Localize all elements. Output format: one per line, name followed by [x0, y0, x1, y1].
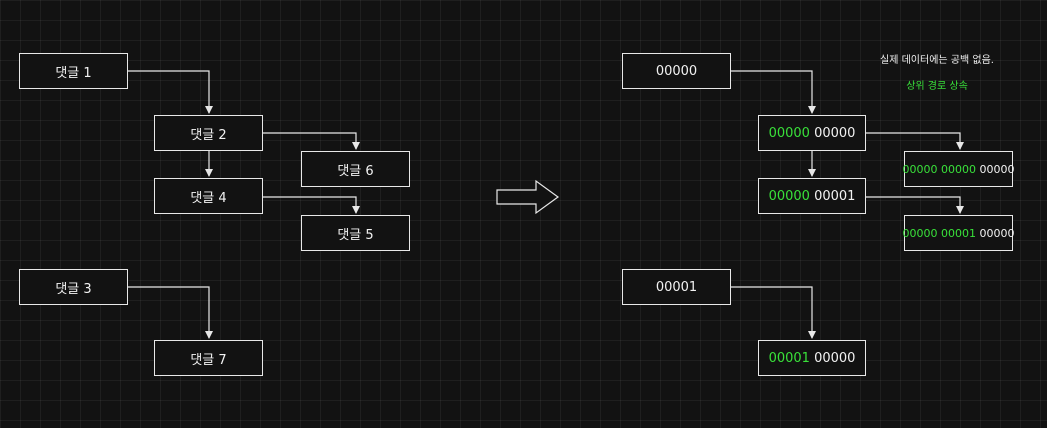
connector-n3-n5 [866, 196, 964, 214]
connector-n2-n4 [866, 132, 964, 150]
path-node-5-prefix: 00000 00001 [902, 226, 976, 240]
comment-1-label: 댓글 1 [55, 65, 92, 81]
path-node-2-box: 00000 00000 [758, 115, 866, 151]
comment-6-box: 댓글 6 [301, 151, 410, 187]
comment-3-label: 댓글 3 [55, 281, 92, 297]
connector-c1-c2 [128, 70, 213, 114]
connector-c3-c7 [128, 286, 213, 339]
comment-7-box: 댓글 7 [154, 340, 263, 376]
comment-3-box: 댓글 3 [19, 269, 128, 305]
transform-arrow-icon [496, 179, 560, 215]
path-node-6-own: 00001 [655, 279, 698, 295]
path-node-5-box: 00000 00001 00000 [902, 215, 1015, 251]
connector-c2-c6 [263, 132, 360, 150]
path-node-7-box: 00001 00000 [758, 340, 866, 376]
comment-5-box: 댓글 5 [301, 215, 410, 251]
comment-1-box: 댓글 1 [19, 53, 128, 89]
path-node-2-own: 00000 [814, 125, 856, 141]
path-node-5-own: 00000 [979, 226, 1015, 240]
comment-6-label: 댓글 6 [337, 163, 374, 179]
path-node-7-prefix: 00001 [768, 350, 810, 366]
comment-7-label: 댓글 7 [190, 352, 227, 368]
comment-4-label: 댓글 4 [190, 190, 227, 206]
note-no-spaces: 실제 데이터에는 공백 없음. [880, 55, 994, 66]
path-node-1-box: 00000 [622, 53, 731, 89]
comment-4-box: 댓글 4 [154, 178, 263, 214]
comment-5-label: 댓글 5 [337, 227, 374, 243]
path-node-4-prefix: 00000 00000 [902, 162, 976, 176]
path-node-3-prefix: 00000 [768, 188, 810, 204]
path-node-4-own: 00000 [979, 162, 1015, 176]
path-node-4-box: 00000 00000 00000 [902, 151, 1015, 187]
path-node-6-box: 00001 [622, 269, 731, 305]
connector-n1-n2 [730, 70, 816, 114]
path-node-3-box: 00000 00001 [758, 178, 866, 214]
note-inherit-path: 상위 경로 상속 [906, 81, 968, 92]
connector-c4-c5 [263, 196, 360, 214]
comment-2-box: 댓글 2 [154, 115, 263, 151]
path-node-1-own: 00000 [655, 63, 698, 79]
path-node-7-own: 00000 [814, 350, 856, 366]
comment-2-label: 댓글 2 [190, 127, 227, 143]
path-node-2-prefix: 00000 [768, 125, 810, 141]
path-node-3-own: 00001 [814, 188, 856, 204]
connector-n6-n7 [730, 286, 816, 339]
